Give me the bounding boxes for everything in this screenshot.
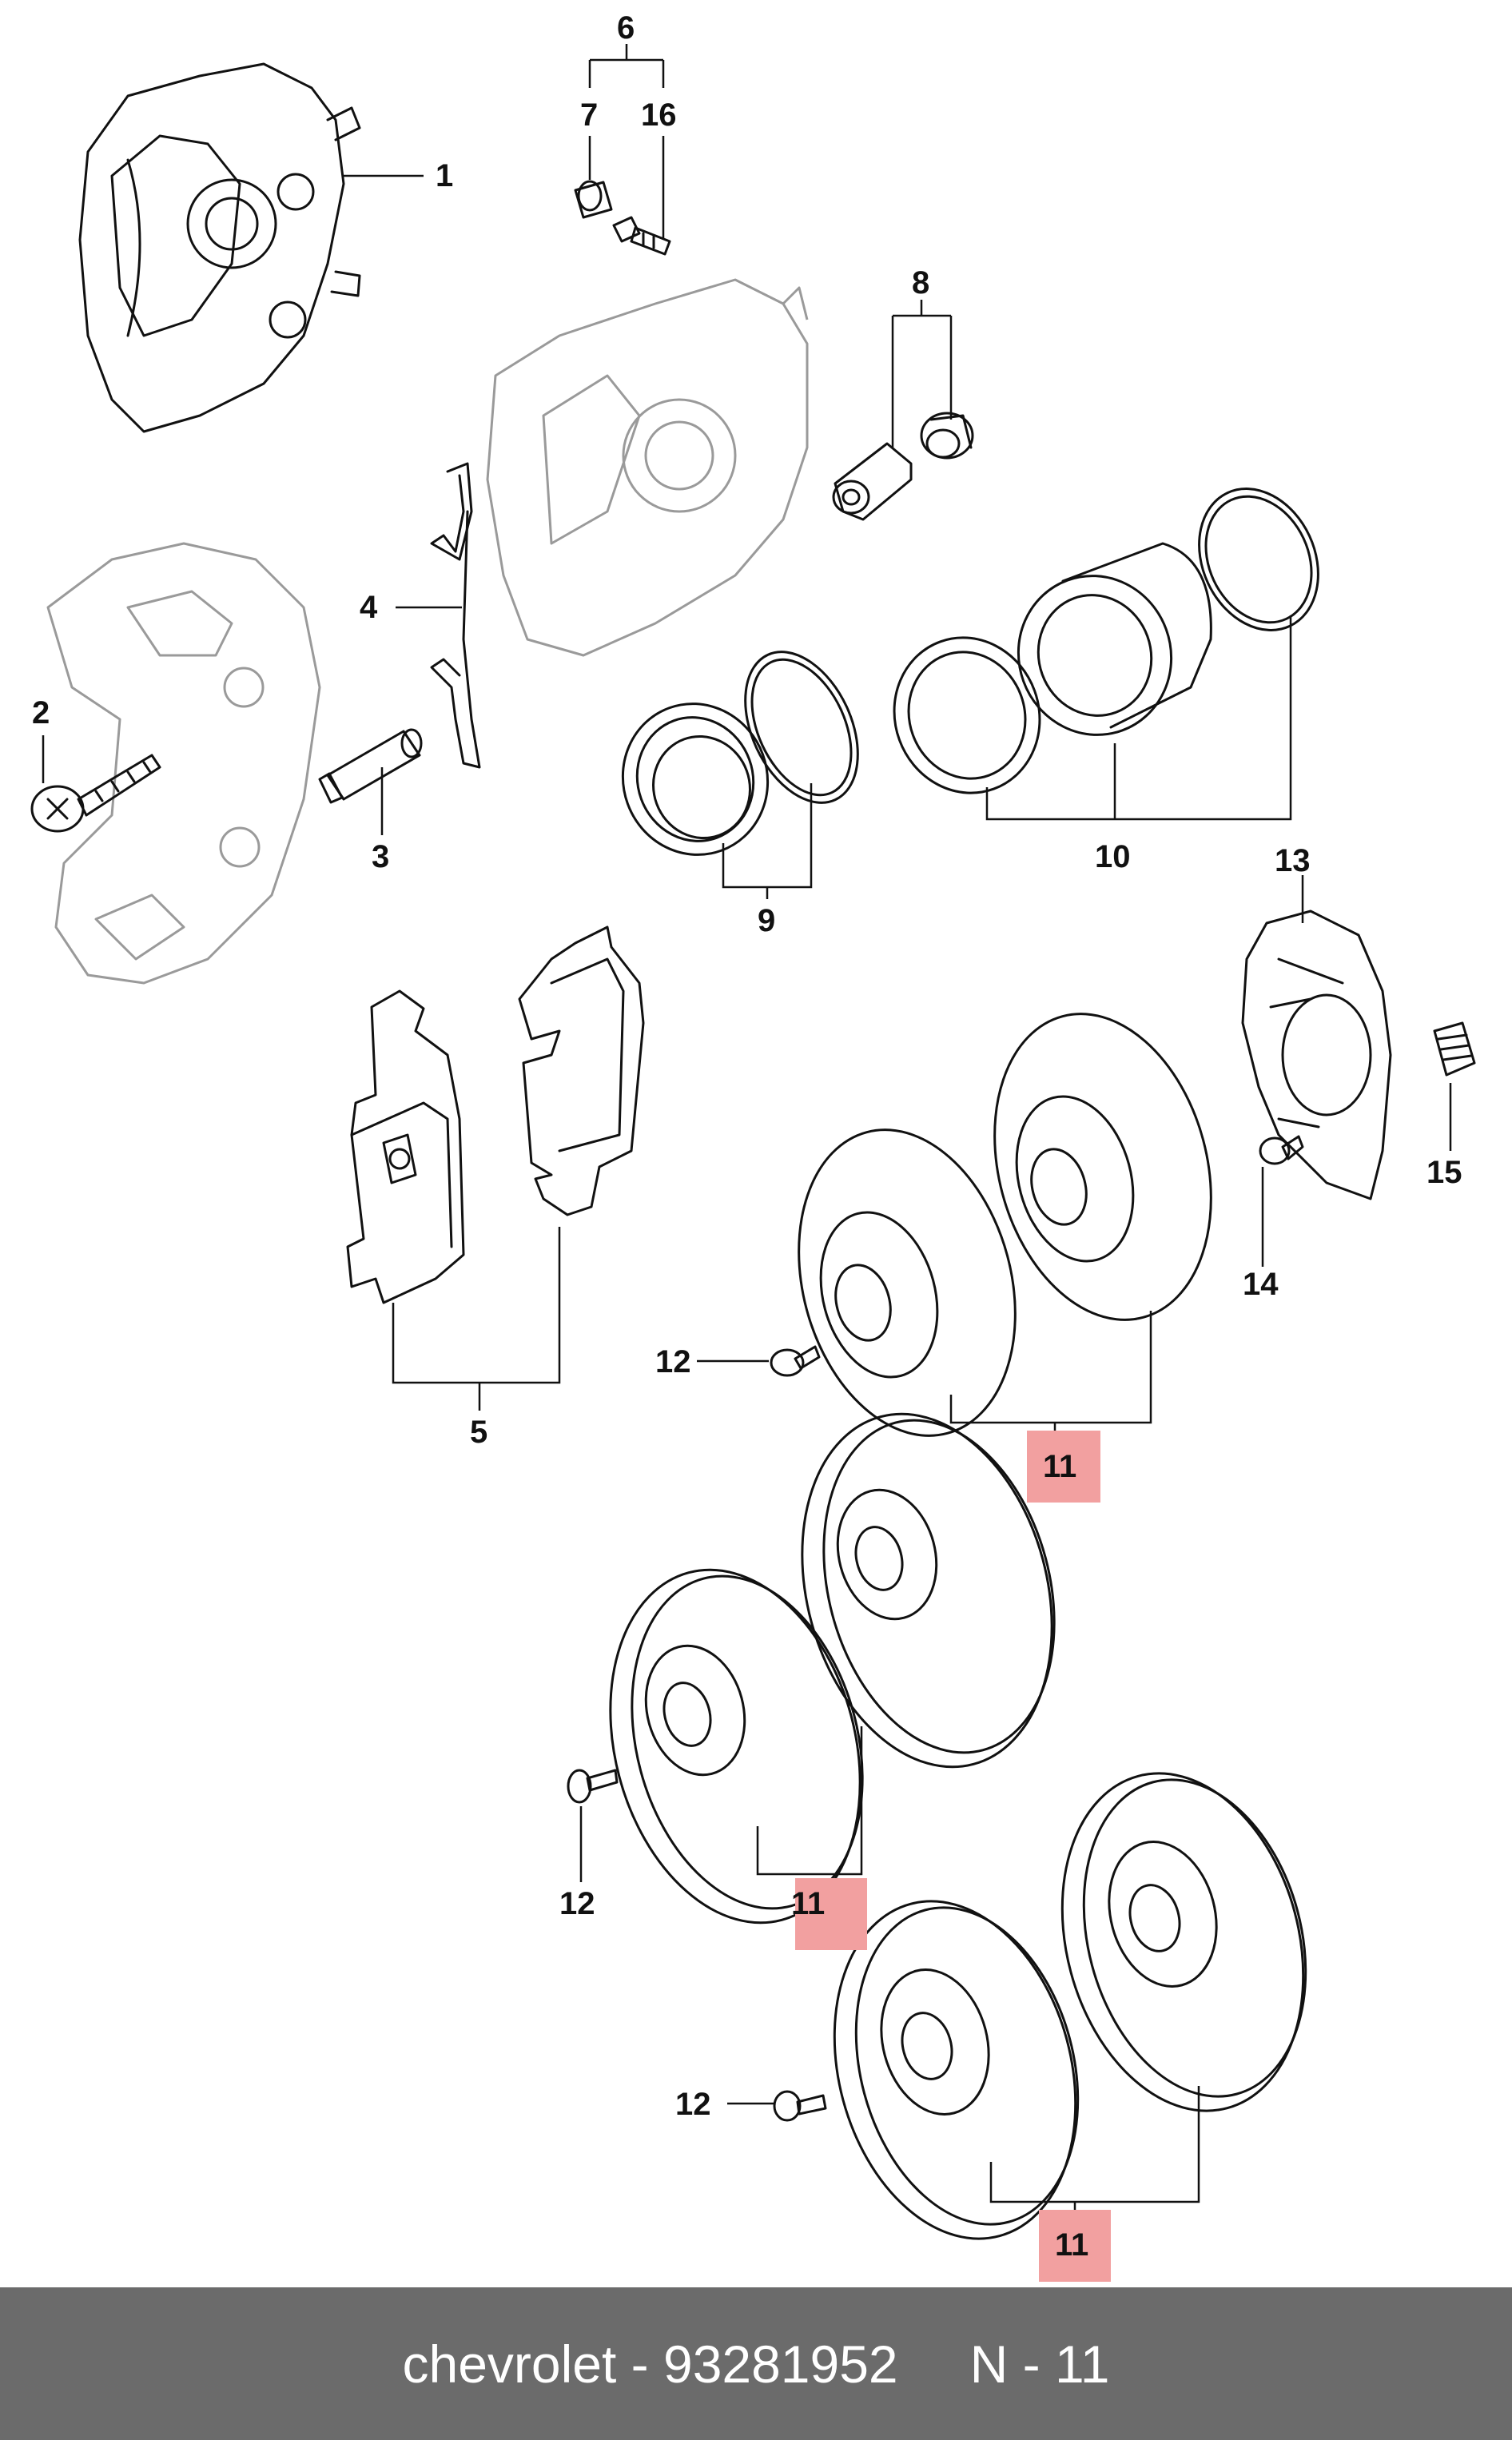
callout-2: 2 [32,695,50,730]
shield-spring [1433,1021,1476,1077]
sealing-ring-small [744,651,859,804]
spring-clip [430,462,481,769]
callout-10: 10 [1095,839,1131,874]
callout-6: 6 [617,10,635,46]
piston-seal [621,703,770,856]
rotor-screw-3 [773,2090,827,2122]
brake-disc-1a [798,1128,1017,1437]
caliper-assembly [78,62,361,433]
highlight-11-c [1039,2210,1111,2282]
footer-part-number: 93281952 [662,2334,898,2394]
highlight-11-b [795,1878,867,1950]
bleeder-cap [574,180,613,219]
callout-13: 13 [1275,843,1311,878]
splash-shield [1241,910,1392,1200]
rotor-screw-1 [770,1345,821,1377]
shield-bolt [1259,1135,1304,1165]
footer-brand: chevrolet [402,2334,617,2394]
callout-1: 1 [436,158,453,193]
brake-pad-left [346,989,465,1304]
rotor-screw-2 [567,1769,619,1804]
callout-14: 14 [1243,1267,1279,1302]
callout-9: 9 [758,903,775,938]
callout-16: 16 [641,98,677,133]
piston-dust-seal [893,636,1041,794]
brake-disc-1b [993,1013,1212,1321]
brake-disc-2a [609,1568,864,1925]
callout-15: 15 [1426,1155,1462,1190]
caliper-outline-center [486,278,809,657]
highlight-11-a [1027,1431,1100,1503]
callout-11-a: 11 [1043,1449,1076,1484]
callout-12-c: 12 [675,2087,711,2122]
brake-pad-right [518,925,645,1216]
bleeder-screw [612,216,671,256]
caliper-bolt [30,754,161,833]
callout-12-a: 12 [655,1344,691,1379]
piston-ring-large [1198,488,1319,631]
callout-11-c: 11 [1055,2227,1088,2263]
caliper-bracket-outline [46,542,321,985]
guide-boot [920,412,974,460]
brake-parts-exploded-diagram: 1 2 3 4 5 6 7 16 8 9 10 13 14 15 12 12 1… [30,10,1476,2282]
callout-11-b: 11 [791,1886,825,1921]
guide-bushing [832,442,913,521]
callout-3: 3 [372,839,389,874]
brake-disc-3b [1060,1772,1307,2112]
caliper-piston [1017,542,1212,736]
footer-caption: chevrolet - 93281952 N - 11 [0,2287,1512,2440]
callout-4: 4 [360,590,378,625]
guide-pin [318,728,423,804]
callout-12-b: 12 [559,1886,595,1921]
callout-7: 7 [580,98,598,133]
brake-disc-3a [833,1900,1080,2240]
brake-disc-2b [801,1412,1056,1769]
footer-separator: - [631,2334,649,2394]
footer-ref: N - 11 [969,2334,1110,2394]
callout-8: 8 [912,265,929,301]
callout-5: 5 [470,1415,487,1450]
